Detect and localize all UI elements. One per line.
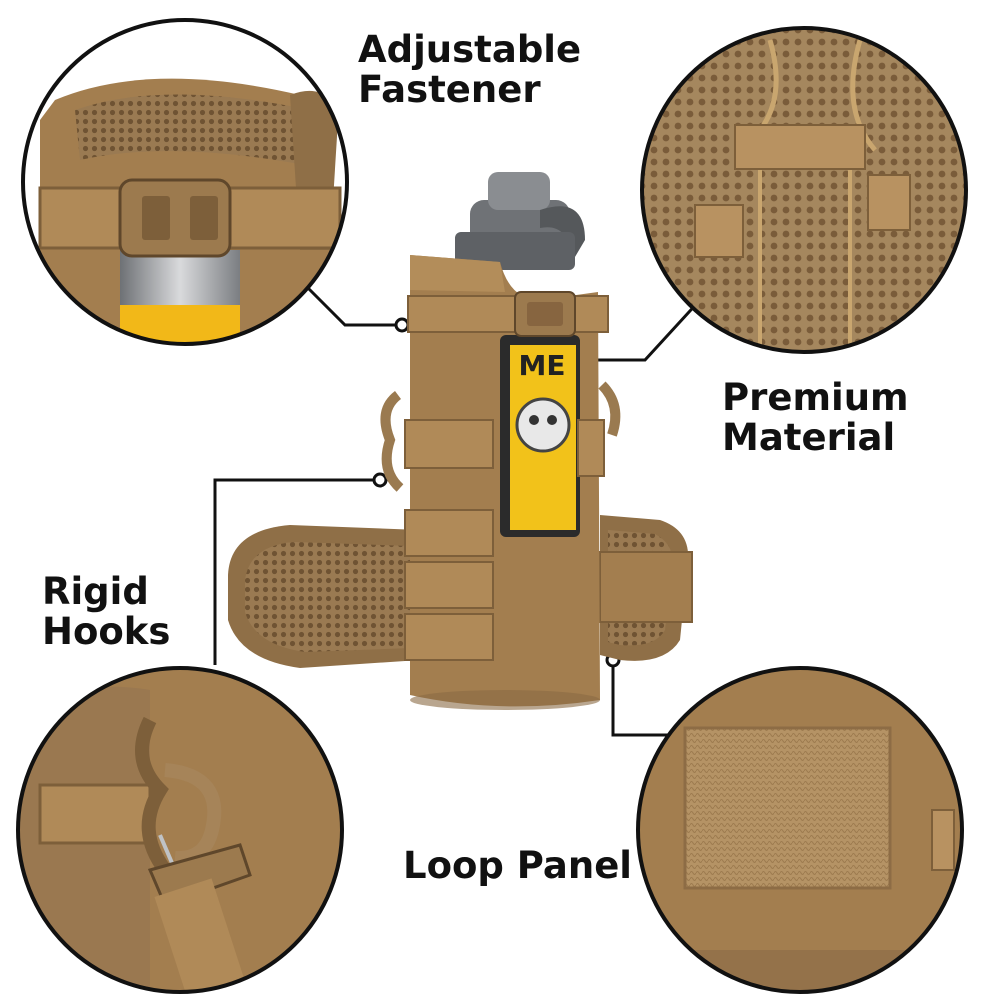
premium-material-label: Premium Material xyxy=(722,378,909,458)
molle-strap-2 xyxy=(404,509,494,557)
loop-panel-line-1: Loop Panel xyxy=(403,844,632,887)
molle-strap-1 xyxy=(404,419,494,469)
top-strap xyxy=(407,295,609,333)
molle-strap-3 xyxy=(404,561,494,609)
pouch-base-shadow xyxy=(410,690,600,710)
main-product: ME xyxy=(228,172,693,710)
top-buckle-inner xyxy=(527,302,563,326)
detail-circle-hooks xyxy=(16,666,344,994)
adjustable-fastener-line-1: Adjustable xyxy=(358,28,582,71)
rigid-hooks-line-2: Hooks xyxy=(42,610,171,653)
detail-circle-fastener xyxy=(21,18,349,346)
hook-right xyxy=(598,381,621,437)
premium-material-line-1: Premium xyxy=(722,376,909,419)
hook-left xyxy=(380,391,404,492)
pouch-collar xyxy=(410,255,505,292)
loop-panel-label: Loop Panel xyxy=(403,846,632,886)
callout-dot-fastener xyxy=(394,317,410,333)
adjustable-fastener-line-2: Fastener xyxy=(358,68,541,111)
adjustable-fastener-label: Adjustable Fastener xyxy=(358,30,581,110)
strap-pad-left-mesh xyxy=(245,542,410,652)
callout-dot-hooks xyxy=(372,472,388,488)
side-strap-right xyxy=(577,419,605,477)
callout-line-hooks xyxy=(213,478,380,665)
rigid-hooks-label: Rigid Hooks xyxy=(42,572,170,652)
detail-circle-material xyxy=(640,26,968,354)
rigid-hooks-line-1: Rigid xyxy=(42,570,149,613)
strap-webbing-right xyxy=(599,551,693,623)
bottle-label-text: ME xyxy=(519,349,566,382)
detail-circle-loop xyxy=(636,666,964,994)
molle-strap-4 xyxy=(404,613,494,661)
bottle-shoulder xyxy=(455,232,575,270)
callout-line-fastener xyxy=(298,278,402,327)
callout-lines xyxy=(213,278,702,737)
callout-line-material xyxy=(590,298,702,362)
bottle-label-owl xyxy=(515,397,571,453)
callout-line-loop xyxy=(611,660,670,737)
bottle-cap-top xyxy=(488,172,550,210)
premium-material-line-2: Material xyxy=(722,416,896,459)
